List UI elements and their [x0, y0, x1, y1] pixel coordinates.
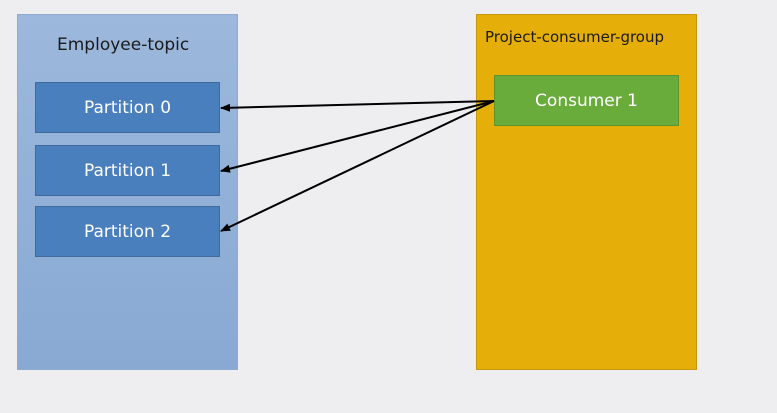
partition-2: Partition 2	[35, 206, 220, 257]
partition-0: Partition 0	[35, 82, 220, 133]
consumer-1: Consumer 1	[494, 75, 679, 126]
consumer-group-title: Project-consumer-group	[485, 28, 665, 46]
arrow-to-partition-2	[220, 100, 495, 232]
topic-title: Employee-topic	[57, 35, 190, 55]
consumer-group-container	[476, 14, 697, 370]
arrow-to-partition-0	[220, 100, 495, 112]
partition-1: Partition 1	[35, 145, 220, 196]
arrow-to-partition-1	[220, 100, 495, 173]
